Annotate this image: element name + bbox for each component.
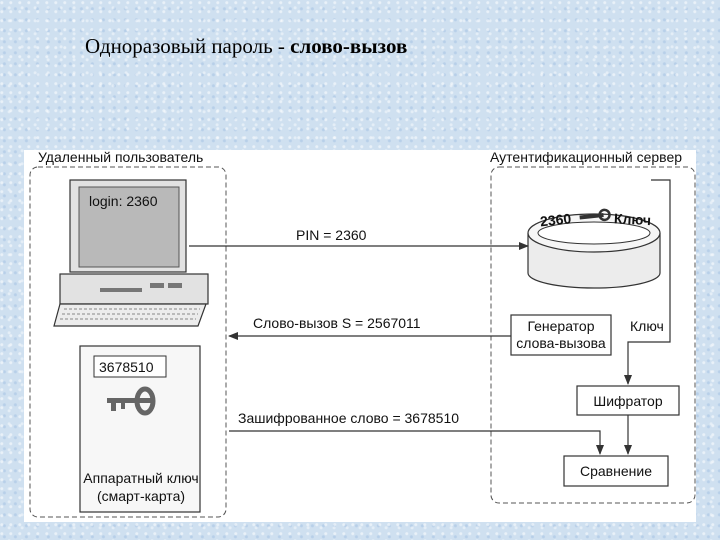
computer-icon <box>53 179 209 327</box>
key-flow-arrow <box>624 179 671 385</box>
user-group-label: Удаленный пользователь <box>38 150 203 165</box>
db-code: 2360 <box>539 210 572 229</box>
challenge-message: Слово-вызов S = 2567011 <box>253 315 421 331</box>
generator-line2: слова-вызова <box>516 335 606 351</box>
token-display <box>93 355 167 378</box>
token-label-line2: (смарт-карта) <box>97 488 185 504</box>
user-group-box <box>29 166 227 518</box>
encrypted-arrow <box>229 430 604 455</box>
diagram-panel: Удаленный пользователь login: 2360 36785… <box>24 150 696 522</box>
slide-title: Одноразовый пароль - слово-вызов <box>85 34 407 59</box>
server-group-box <box>490 166 696 504</box>
diagram-svg: Удаленный пользователь login: 2360 36785… <box>29 150 696 518</box>
compare-box <box>563 455 669 487</box>
pin-message: PIN = 2360 <box>296 227 367 243</box>
server-group-label: Аутентификационный сервер <box>490 150 682 165</box>
encryptor-box <box>576 385 680 416</box>
generator-box <box>510 314 612 356</box>
title-prefix: Одноразовый пароль - <box>85 34 291 58</box>
key-flow-label: Ключ <box>630 318 664 334</box>
screen-login-text: login: 2360 <box>89 193 158 209</box>
encryptor-label: Шифратор <box>593 393 662 409</box>
token-code: 3678510 <box>99 359 154 375</box>
database-icon <box>527 208 661 289</box>
generator-line1: Генератор <box>527 318 594 334</box>
key-icon <box>107 386 156 416</box>
title-bold: слово-вызов <box>290 34 408 58</box>
db-key-label: Ключ <box>614 210 652 228</box>
encrypted-message: Зашифрованное слово = 3678510 <box>238 410 459 426</box>
token-label-line1: Аппаратный ключ <box>83 470 198 486</box>
compare-label: Сравнение <box>580 463 652 479</box>
